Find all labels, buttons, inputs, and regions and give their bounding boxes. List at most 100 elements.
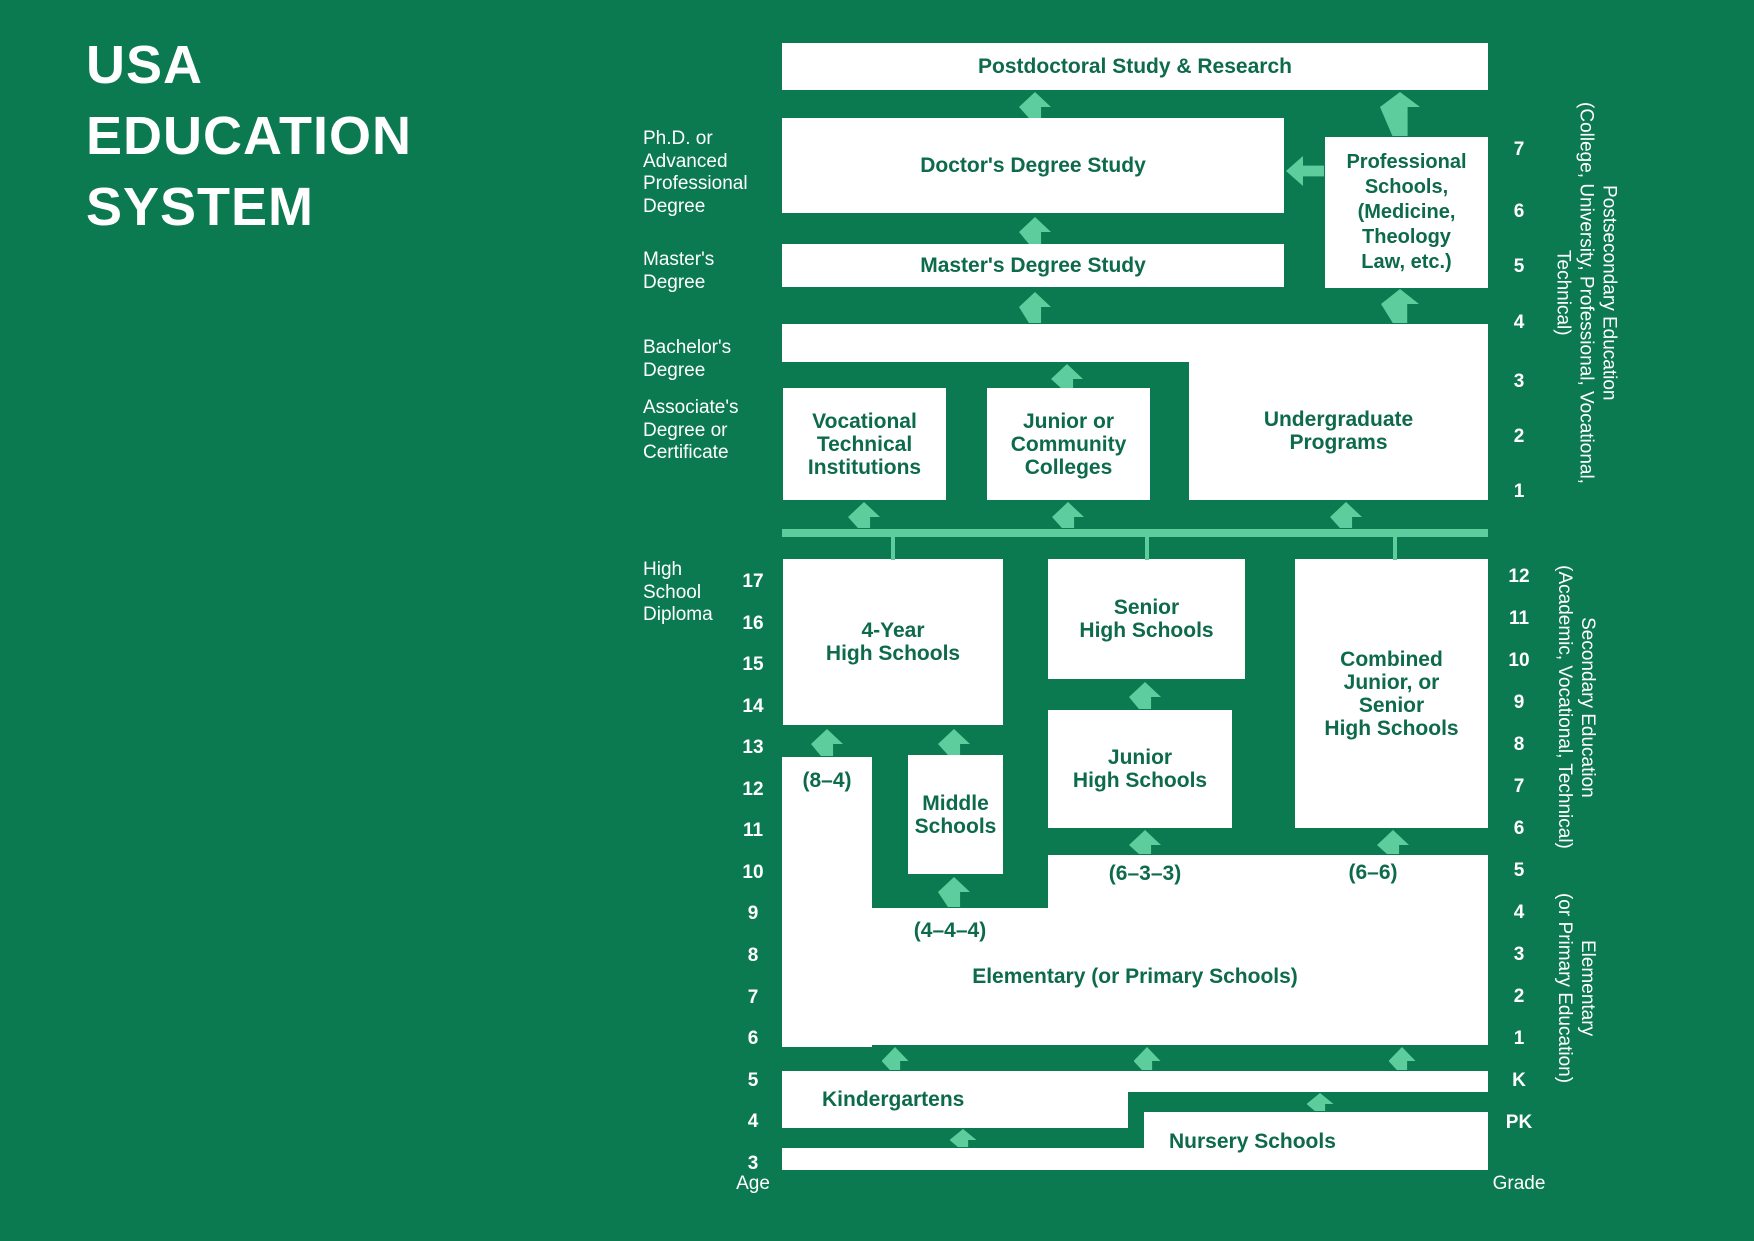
grade-tick: K [1512,1070,1526,1091]
box-k-strip [1128,1071,1488,1092]
box-senior-hs-label: Senior [1113,596,1180,619]
grade-axis-label: Grade [1492,1173,1546,1194]
arrow-up-icon [938,877,970,907]
box-undergraduate-label: Programs [1289,431,1388,454]
box-senior-hs-label: High Schools [1079,619,1214,642]
grade-tick: 2 [1513,986,1525,1007]
connector-line [1393,535,1397,560]
arrow-up-icon [881,1047,909,1070]
grade-tick: 3 [1513,371,1525,392]
box-elem-right [1048,855,1488,913]
side-label-line: (or Primary Education) [1554,892,1575,1084]
grade-tick: 6 [1513,201,1525,222]
box-elem-main-label: Elementary (or Primary Schools) [972,965,1298,988]
age-tick: 5 [747,1069,759,1091]
box-masters-study: Master's Degree Study [782,244,1284,287]
arrow-up-icon [811,729,843,756]
grade-tick: 7 [1513,776,1525,797]
pathway-bar [782,529,1488,537]
box-junior-college-label: Colleges [1024,455,1113,479]
box-middle-label: Middle [922,791,989,815]
grade-tick: 11 [1508,608,1530,629]
arrow-up-icon [1377,830,1409,854]
left-label-line: Ph.D. or [643,128,713,149]
arrow-up-icon [1019,217,1051,244]
age-tick: 16 [742,612,764,634]
left-label-line: Professional [643,173,748,195]
left-label-line: Degree or [643,419,728,441]
age-tick: 15 [742,654,764,676]
box-doctors: Doctor's Degree Study [782,118,1284,213]
grade-tick: 5 [1513,256,1525,277]
box-undergraduate-label: Undergraduate [1263,408,1414,431]
title-line: EDUCATION [86,106,412,166]
box-kindergartens: Kindergartens [782,1071,1128,1128]
arrow-up-icon [848,502,880,528]
title-line: USA [86,35,204,95]
grade-tick: 2 [1513,426,1525,447]
grade-tick: 6 [1513,818,1525,839]
age-tick: 9 [747,903,759,925]
arrow-up-icon [1051,364,1083,388]
box-kindergartens-label: Kindergartens [822,1088,965,1111]
arrow-up-icon [1019,92,1051,118]
box-bottom-strip [782,1148,1144,1170]
box-professional-label: Theology [1362,226,1451,248]
left-label-line: Master's [643,249,715,270]
age-tick: 17 [742,571,764,592]
arrow-up-icon [1330,502,1362,528]
age-axis-label: Age [736,1173,770,1194]
grade-tick: 9 [1513,692,1525,713]
box-professional-label: Professional [1346,151,1467,173]
age-tick: 6 [747,1028,759,1050]
left-label-line: Degree [643,271,706,293]
page-title: USA EDUCATION SYSTEM [86,30,412,243]
side-label-elementary: Elementary(or Primary Education) [1553,893,1599,1083]
side-label-line: Secondary Education [1577,616,1598,798]
age-tick: 11 [742,820,764,842]
grade-tick: 4 [1513,312,1525,333]
left-label-line: School [643,581,702,603]
box-junior-college-label: Junior or [1022,409,1114,433]
box-professional-label: Law, etc.) [1361,251,1452,273]
left-label-line: Certificate [643,442,729,464]
box-professional-label: (Medicine, [1357,201,1456,223]
arrow-up-icon [1381,289,1419,323]
age-tick: 13 [742,737,764,759]
box-junior-hs-label: Junior [1107,746,1173,769]
annotation-8-4: (8–4) [802,769,852,792]
box-combined-hs-label: Senior [1358,693,1425,717]
arrow-up-icon [1388,1047,1416,1070]
arrow-up-icon [1019,292,1051,323]
grade-tick: 3 [1513,944,1525,965]
box-four-year-hs-label: 4-Year [861,619,925,642]
side-label-line: (College, University, Professional, Voca… [1575,102,1597,484]
left-label-line: Advanced [643,150,728,172]
annotation-4-4-4: (4–4–4) [913,919,987,942]
box-doctors-label: Doctor's Degree Study [920,154,1146,177]
grade-tick: 10 [1508,650,1530,671]
arrow-left-icon [1286,156,1324,186]
connector-line [1145,535,1149,560]
arrow-up-icon [949,1129,977,1147]
age-tick: 4 [747,1111,759,1133]
box-junior-hs-label: High Schools [1072,769,1208,792]
side-label-secondary: Secondary Education(Academic, Vocational… [1553,565,1599,849]
box-vocational-label: Institutions [807,455,922,479]
left-label-line: Diploma [643,604,713,626]
box-postdoctoral: Postdoctoral Study & Research [782,43,1488,90]
box-professional-label: Schools, [1364,176,1449,198]
arrow-up-icon [1380,92,1420,136]
